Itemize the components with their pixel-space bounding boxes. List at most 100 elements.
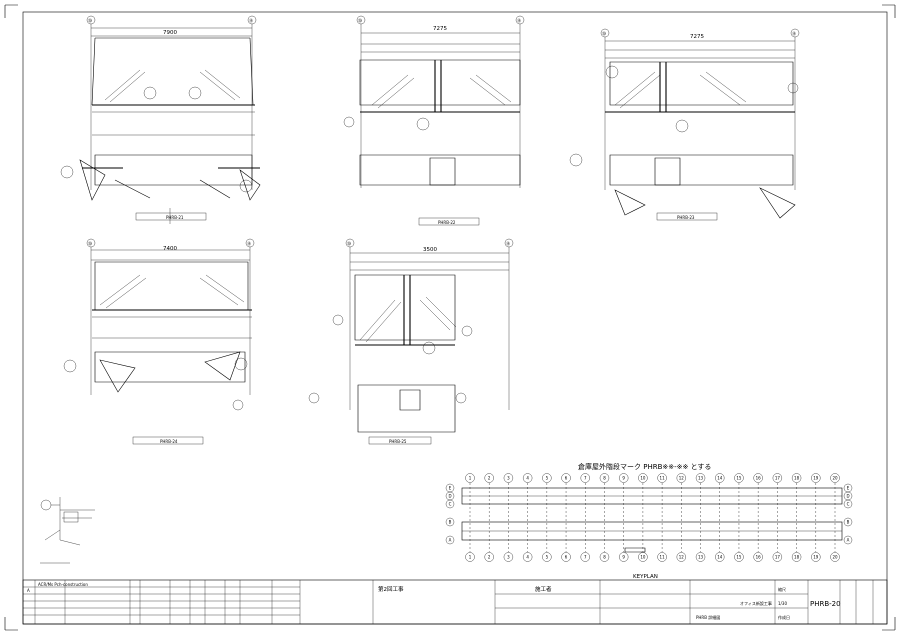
grid-bubble [753, 473, 763, 483]
grid-label: ⑲ [792, 30, 796, 36]
grid-bubble [811, 473, 821, 483]
row-letter: D [846, 494, 849, 499]
detail-ref: PHRB-24 [160, 439, 178, 444]
grid-bubble [503, 552, 514, 562]
grid-bubble [580, 473, 590, 483]
grid-bubble [561, 552, 571, 562]
grid-label: ⑲ [247, 240, 251, 246]
grid-bubble [715, 552, 725, 562]
drawing-title: PHRB 詳細図 [696, 614, 720, 620]
grid-bubble [619, 552, 629, 562]
grid-number: 8 [603, 555, 606, 560]
detail-ref: PHRB-23 [677, 215, 695, 220]
grid-bubble [599, 552, 610, 562]
grid-bubble [484, 552, 494, 562]
row-bubble [445, 517, 455, 527]
grid-number: 17 [775, 476, 781, 481]
grid-number: 13 [698, 476, 704, 481]
sheet-number: PHRB-20 [810, 600, 841, 608]
detail-ref: PHRB-21 [166, 215, 184, 220]
grid-bubble [619, 473, 629, 483]
grid-bubble [772, 552, 783, 562]
grid-label: ⑲ [249, 17, 253, 23]
grid-number: 11 [660, 476, 666, 481]
grid-bubble [503, 473, 514, 483]
row-letter: B [449, 520, 452, 525]
detail-dim: 3500 [423, 247, 437, 253]
grid-bubble [791, 473, 802, 483]
section-label: 第2回工事 [378, 585, 404, 593]
grid-label: ⑳ [347, 240, 351, 246]
detail-ref: PHRB-25 [389, 439, 407, 444]
grid-number: 17 [775, 555, 781, 560]
grid-bubble [657, 552, 667, 562]
grid-number: 2 [488, 476, 491, 481]
detail-dim: 7275 [690, 34, 704, 40]
grid-number: 12 [679, 555, 685, 560]
grid-number: 20 [832, 476, 838, 481]
detail-dim: 7275 [433, 26, 447, 32]
grid-bubble [734, 552, 744, 562]
grid-number: 8 [603, 476, 606, 481]
key-plan: 倉庫屋外階段マーク PHRB※※-※※ とする KEYPLAN [461, 462, 843, 580]
grid-number: 7 [584, 555, 587, 560]
grid-bubble [695, 473, 706, 483]
row-bubble [843, 517, 853, 527]
grid-bubble [522, 552, 533, 562]
grid-number: 5 [546, 555, 549, 560]
grid-label: ⑲ [506, 240, 510, 246]
detail-view-3: 7275 ⑳ ⑲ PHRB-23 [569, 28, 800, 221]
grid-bubble [484, 473, 494, 483]
row-letter: D [448, 494, 451, 499]
row-letter: E [847, 486, 850, 491]
row-letter: A [449, 538, 452, 543]
row-bubble [843, 499, 853, 509]
contractor: 施工者 [535, 585, 552, 593]
row-letter: C [847, 502, 850, 507]
grid-label: ⑲ [517, 17, 521, 23]
grid-number: 6 [565, 476, 568, 481]
row-letter: E [449, 486, 452, 491]
detail-view-5: 3500 ⑳ ⑲ PHRB-25 [308, 238, 514, 445]
grid-number: 9 [622, 476, 625, 481]
grid-bubble [638, 473, 648, 483]
grid-number: 10 [640, 555, 646, 560]
grid-number: 12 [679, 476, 685, 481]
grid-bubble [695, 552, 706, 562]
row-bubble [445, 535, 455, 545]
grid-number: 19 [813, 476, 819, 481]
grid-bubble [830, 552, 840, 562]
grid-bubble [676, 552, 686, 562]
grid-bubble [542, 473, 552, 483]
grid-bubble [791, 552, 802, 562]
detail-ref: PHRB-22 [438, 220, 456, 225]
title-block: A ACR/Ms Pch-construction 第2回工事 施工者 オフィス… [22, 579, 888, 625]
grid-number: 14 [717, 476, 723, 481]
grid-number: 7 [584, 476, 587, 481]
grid-bubble [715, 473, 725, 483]
row-letter: A [847, 538, 850, 543]
grid-number: 16 [756, 476, 762, 481]
grid-number: 6 [565, 555, 568, 560]
rev-note: ACR/Ms Pch-construction [38, 582, 88, 587]
detail-view-4: 7400 ⑳ ⑲ PHRB-24 [63, 238, 255, 445]
detail-view-2: 7275 ⑳ ⑲ PHRB-22 [343, 15, 525, 226]
grid-bubble [465, 552, 475, 562]
grid-bubble [465, 473, 475, 483]
project-name: オフィス新設工事 [740, 600, 772, 606]
grid-number: 1 [469, 476, 472, 481]
grid-bubble [561, 473, 571, 483]
grid-number: 4 [526, 476, 529, 481]
rev-label: A [27, 588, 30, 593]
key-plan-label: KEYPLAN [633, 574, 658, 580]
grid-number: 20 [832, 555, 838, 560]
grid-bubble [772, 473, 783, 483]
grid-number: 13 [698, 555, 704, 560]
grid-number: 19 [813, 555, 819, 560]
grid-bubble [580, 552, 590, 562]
grid-number: 11 [660, 555, 666, 560]
grid-number: 15 [736, 555, 742, 560]
grid-bubble [638, 552, 648, 562]
